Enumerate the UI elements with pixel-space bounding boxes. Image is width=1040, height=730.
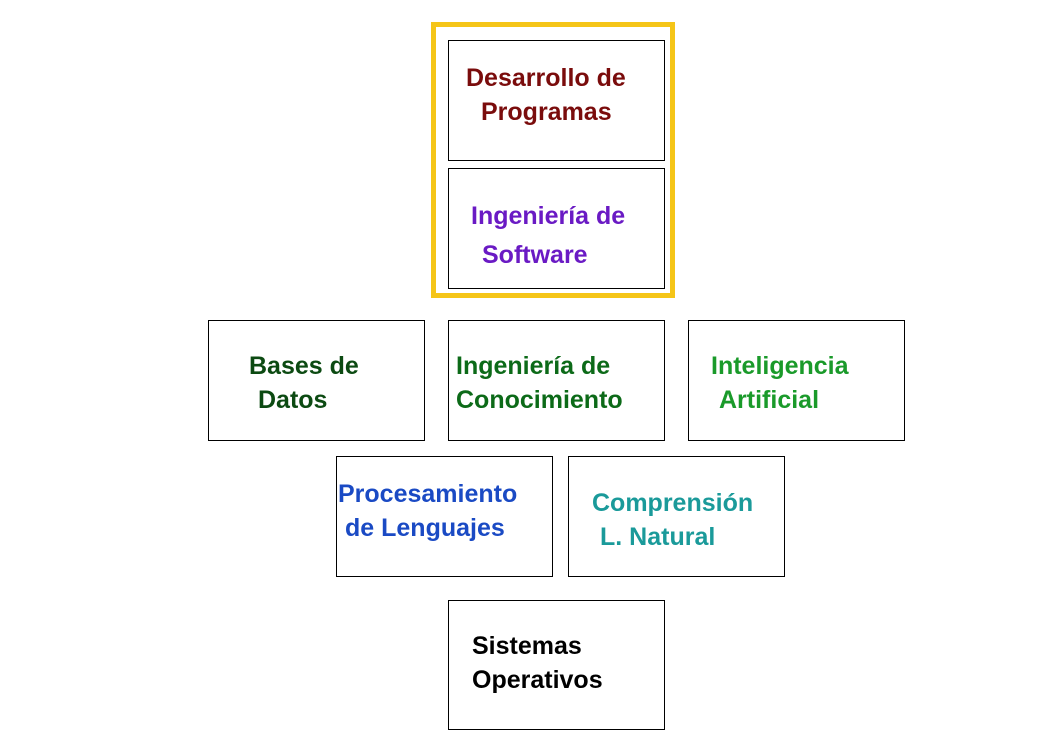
- node-ingenieria-software-line1: Ingeniería de: [471, 202, 626, 230]
- node-sistemas-operativos-line2: Operativos: [472, 665, 603, 694]
- node-comprension-lenguaje-natural: [568, 456, 785, 577]
- node-sistemas-operativos: [448, 600, 665, 730]
- node-comprension-lenguaje-natural-line1: Comprensión: [592, 489, 754, 517]
- node-desarrollo-programas: [448, 40, 665, 161]
- node-comprension-lenguaje-natural-label: Comprensión L. Natural: [592, 487, 753, 555]
- node-desarrollo-programas-line1: Desarrollo de: [466, 64, 626, 92]
- node-ingenieria-conocimiento-line1: Ingeniería de: [456, 352, 611, 380]
- node-bases-datos-line2: Datos: [258, 385, 328, 414]
- node-procesamiento-lenguajes: [336, 456, 553, 577]
- node-procesamiento-lenguajes-label: Procesamiento de Lenguajes: [338, 478, 517, 546]
- node-sistemas-operativos-line1: Sistemas: [472, 632, 582, 660]
- node-inteligencia-artificial: [688, 320, 905, 441]
- node-bases-datos-line1: Bases de: [249, 352, 359, 380]
- node-comprension-lenguaje-natural-line2: L. Natural: [600, 522, 716, 551]
- node-desarrollo-programas-line2: Programas: [481, 97, 612, 126]
- node-inteligencia-artificial-line2: Artificial: [719, 385, 820, 414]
- node-ingenieria-conocimiento: [448, 320, 665, 441]
- node-ingenieria-software-label: Ingeniería de Software: [471, 197, 625, 275]
- node-desarrollo-programas-label: Desarrollo de Programas: [466, 62, 626, 130]
- node-ingenieria-software: [448, 168, 665, 289]
- node-bases-datos-label: Bases de Datos: [249, 350, 359, 418]
- node-sistemas-operativos-label: Sistemas Operativos: [472, 630, 603, 698]
- node-procesamiento-lenguajes-line1: Procesamiento: [338, 480, 518, 508]
- node-bases-datos: [208, 320, 425, 441]
- highlight-frame: [431, 22, 675, 298]
- node-ingenieria-software-line2: Software: [482, 240, 588, 269]
- node-ingenieria-conocimiento-line2: Conocimiento: [456, 385, 623, 414]
- node-ingenieria-conocimiento-label: Ingeniería de Conocimiento: [456, 350, 623, 418]
- node-inteligencia-artificial-label: Inteligencia Artificial: [711, 350, 849, 418]
- node-inteligencia-artificial-line1: Inteligencia: [711, 352, 849, 380]
- node-procesamiento-lenguajes-line2: de Lenguajes: [345, 513, 505, 542]
